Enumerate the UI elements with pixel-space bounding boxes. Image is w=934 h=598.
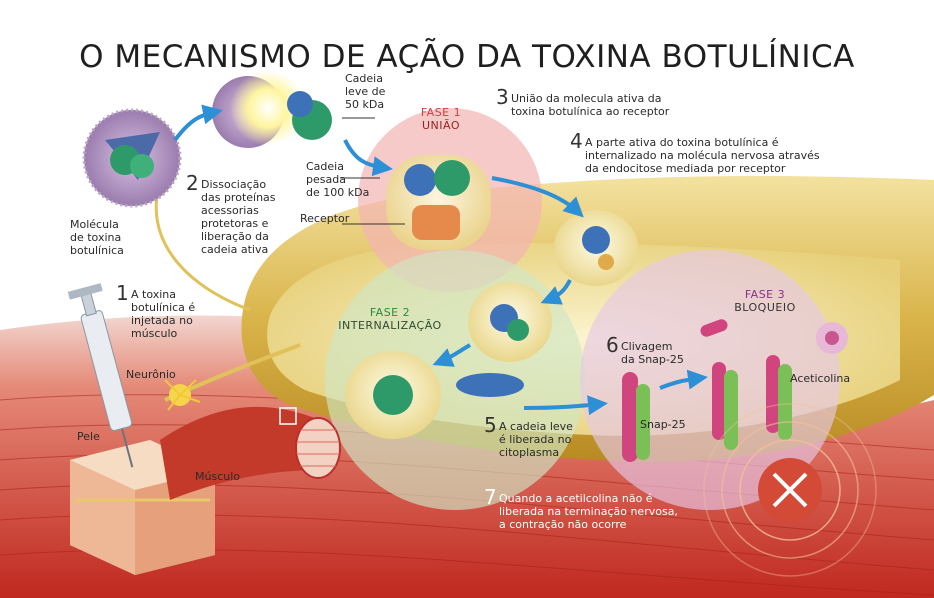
- step-2: 2 Dissociação das proteínas acessorias p…: [186, 178, 306, 256]
- label-receptor: Receptor: [300, 212, 349, 225]
- step-4-text: A parte ativa do toxina botulínica é int…: [570, 136, 870, 175]
- step-6: 6 Clivagem da Snap-25: [606, 340, 706, 366]
- phase1-label: FASE 1 UNIÃO: [396, 106, 486, 132]
- label-acetylcholine: Aceticolina: [790, 372, 850, 385]
- label-heavy-chain: Cadeia pesada de 100 kDa: [306, 160, 369, 199]
- step-6-number: 6: [606, 334, 619, 356]
- phase3-sub: BLOQUEIO: [720, 301, 810, 314]
- phase2-label: FASE 2 INTERNALIZAÇÃO: [330, 306, 450, 332]
- step-1-number: 1: [116, 282, 129, 304]
- phase2-name: FASE 2: [330, 306, 450, 319]
- step-4-number: 4: [570, 130, 583, 152]
- internalized-vesicle: [468, 282, 552, 362]
- step-1: 1 A toxina botulínica é injetada no músc…: [116, 288, 226, 340]
- phase2-sub: INTERNALIZAÇÃO: [330, 319, 450, 332]
- label-light-chain: Cadeia leve de 50 kDa: [345, 72, 385, 111]
- step-3-number: 3: [496, 86, 509, 108]
- endocytosis-vesicle: [554, 210, 638, 286]
- receptor-bound-molecule: [386, 155, 491, 250]
- step-5-text: A cadeia leve é liberada no citoplasma: [484, 420, 604, 459]
- released-vesicle: [345, 351, 441, 439]
- step-7-text: Quando a acetilcolina não é liberada na …: [484, 492, 724, 531]
- step-1-text: A toxina botulínica é injetada no múscul…: [116, 288, 226, 340]
- step-7-number: 7: [484, 486, 497, 508]
- step-4: 4 A parte ativa do toxina botulínica é i…: [570, 136, 870, 175]
- step-5: 5 A cadeia leve é liberada no citoplasma: [484, 420, 604, 459]
- label-skin: Pele: [77, 430, 100, 443]
- step-5-number: 5: [484, 414, 497, 436]
- label-snap25: Snap-25: [640, 418, 686, 431]
- toxin-molecule-dissociating: [212, 70, 332, 148]
- step-6-text: Clivagem da Snap-25: [606, 340, 706, 366]
- arrow-dissociation: [175, 112, 215, 140]
- acetylcholine-vesicle: [816, 322, 848, 354]
- step-3: 3 União da molecula ativa da toxina botu…: [496, 92, 736, 118]
- label-muscle: Músculo: [195, 470, 240, 483]
- step-7: 7 Quando a acetilcolina não é liberada n…: [484, 492, 724, 531]
- label-neuron: Neurônio: [126, 368, 176, 381]
- page-title: O MECANISMO DE AÇÃO DA TOXINA BOTULÍNICA: [0, 39, 934, 75]
- step-3-text: União da molecula ativa da toxina botulí…: [496, 92, 736, 118]
- toxin-molecule-coated: [84, 110, 180, 206]
- label-molecule: Molécula de toxina botulínica: [70, 218, 124, 257]
- light-chain-free: [456, 373, 524, 397]
- step-2-number: 2: [186, 172, 199, 194]
- phase3-label: FASE 3 BLOQUEIO: [720, 288, 810, 314]
- phase1-name: FASE 1: [396, 106, 486, 119]
- phase3-name: FASE 3: [720, 288, 810, 301]
- phase1-sub: UNIÃO: [396, 119, 486, 132]
- step-2-text: Dissociação das proteínas acessorias pro…: [186, 178, 306, 256]
